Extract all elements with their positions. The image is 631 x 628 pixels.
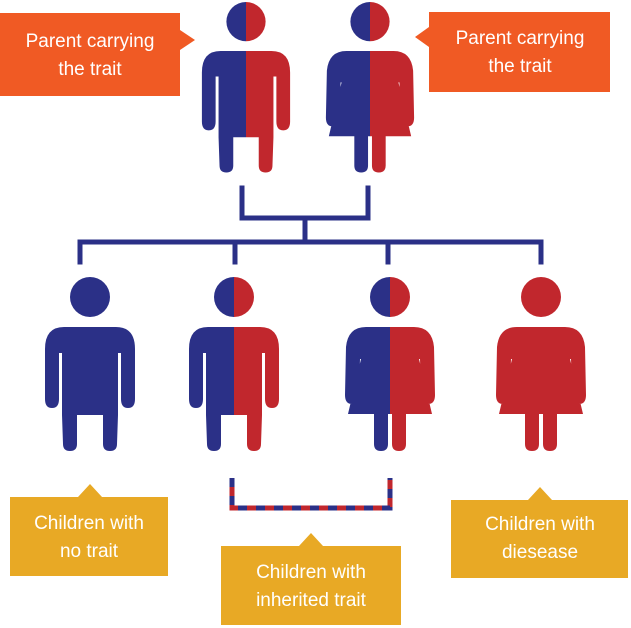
pedigree-lines xyxy=(77,185,544,265)
callout-inherited: Children with inherited trait xyxy=(221,533,401,625)
callout-mother: Parent carrying the trait xyxy=(415,12,610,92)
inherited-bracket xyxy=(229,478,393,511)
callout-inherited-line1: Children with xyxy=(256,562,366,583)
callout-no-trait-line1: Children with xyxy=(34,513,144,534)
callout-disease: Children with diesease xyxy=(451,487,628,578)
child-no-trait-figure xyxy=(45,277,135,451)
child-carrier-male-figure xyxy=(189,277,279,451)
callout-no-trait: Children with no trait xyxy=(10,484,168,576)
parents-connector xyxy=(239,185,371,221)
callout-father-line2: the trait xyxy=(58,59,122,80)
callout-disease-line1: Children with xyxy=(485,514,595,535)
callout-mother-line1: Parent carrying xyxy=(456,28,585,49)
child-disease-figure xyxy=(496,277,586,451)
callout-father: Parent carrying the trait xyxy=(0,13,195,96)
child-carrier-female-figure xyxy=(345,277,435,451)
callout-father-line1: Parent carrying xyxy=(26,31,155,52)
father-figure xyxy=(201,2,291,173)
mother-figure xyxy=(325,2,415,173)
callout-no-trait-line2: no trait xyxy=(60,541,119,562)
callout-inherited-line2: inherited trait xyxy=(256,590,367,611)
figure-body xyxy=(496,277,586,451)
figure-body xyxy=(45,277,135,451)
callout-mother-line2: the trait xyxy=(488,56,552,77)
callout-disease-line2: diesease xyxy=(502,542,578,563)
